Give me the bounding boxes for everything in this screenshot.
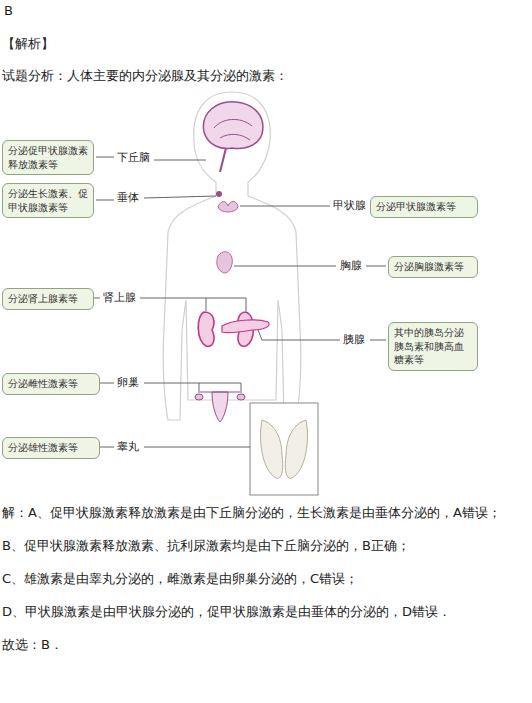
inset-frame: [250, 403, 318, 495]
ovary: [195, 394, 203, 400]
callout-text: 分泌胸腺激素等: [394, 260, 472, 274]
organ-label: 肾上腺: [102, 290, 137, 305]
leader-line: [234, 266, 336, 267]
leader-bracket: [140, 298, 246, 311]
leader-line: [370, 340, 386, 341]
callout-box: 分泌雄性激素等: [2, 437, 100, 459]
organ-label: 卵巢: [116, 375, 140, 390]
leader-line: [96, 157, 114, 158]
pancreas: [222, 320, 269, 333]
thyroid: [218, 202, 238, 213]
organ-label: 下丘脑: [116, 150, 151, 165]
callout-text: 分泌雄性激素等: [8, 441, 94, 455]
callout-box: 分泌雌性激素等: [2, 373, 100, 395]
tubes: [200, 391, 240, 392]
callout-box: 其中的胰岛分泌 胰岛素和胰高血 糖素等: [388, 322, 478, 371]
ovary: [237, 394, 245, 400]
leader-line: [366, 266, 386, 267]
callout-box: 分泌肾上腺素等: [2, 288, 94, 310]
brain-folds: [214, 119, 252, 140]
organ-label: 胸腺: [339, 258, 363, 273]
kidney: [198, 312, 214, 346]
heading-text: 【解析】: [2, 35, 54, 53]
organ-label: 胰腺: [342, 332, 366, 347]
answer-line: 故选：B．: [2, 636, 63, 654]
callout-text: 分泌促甲状腺激素 释放激素等: [8, 144, 88, 171]
body-outline: [163, 92, 301, 420]
callout-box: 分泌生长激素、促 甲状腺激素等: [2, 183, 94, 218]
callout-box: 分泌甲状腺激素等: [370, 196, 478, 218]
uterus: [212, 392, 228, 422]
heading-text: 试题分析：人体主要的内分泌腺及其分泌的激素：: [2, 67, 288, 85]
callout-text: 其中的胰岛分泌 胰岛素和胰高血 糖素等: [394, 326, 472, 367]
leader-bracket: [144, 383, 241, 393]
heading-text: B: [4, 3, 13, 18]
organ-label: 甲状腺: [332, 198, 367, 213]
leader-line: [94, 298, 100, 299]
callout-box: 分泌促甲状腺激素 释放激素等: [2, 140, 94, 175]
brain: [203, 102, 262, 149]
brain-stem: [220, 148, 226, 172]
answer-line: B、促甲状腺激素释放激素、抗利尿激素均是由下丘脑分泌的，B正确；: [2, 537, 410, 555]
answer-line: C、雄激素是由睾丸分泌的，雌激素是由卵巢分泌的，C错误；: [2, 570, 358, 588]
callout-text: 分泌肾上腺素等: [8, 292, 88, 306]
answer-line: D、甲状腺激素是由甲状腺分泌的，促甲状腺激素是由垂体的分泌的，D错误．: [2, 603, 451, 621]
leader-line: [240, 206, 330, 207]
testis: [261, 420, 283, 478]
callout-box: 分泌胸腺激素等: [388, 256, 478, 278]
thymus: [217, 252, 233, 273]
leader-line: [154, 160, 206, 161]
answer-line: 解：A、促甲状腺激素释放激素是由下丘脑分泌的，生长激素是由垂体分泌的，A错误；: [2, 504, 501, 522]
callout-text: 分泌甲状腺激素等: [376, 200, 472, 214]
organ-label: 垂体: [116, 190, 140, 205]
leader-line: [100, 447, 114, 448]
pituitary: [216, 191, 222, 197]
leader-line: [258, 330, 340, 340]
leader-line: [144, 196, 216, 198]
leader-line: [96, 200, 114, 201]
callout-text: 分泌生长激素、促 甲状腺激素等: [8, 187, 88, 214]
leader-line: [100, 383, 114, 384]
leader-line: [144, 447, 250, 448]
testis: [285, 420, 307, 478]
organ-label: 睾丸: [116, 439, 140, 454]
callout-text: 分泌雌性激素等: [8, 377, 94, 391]
